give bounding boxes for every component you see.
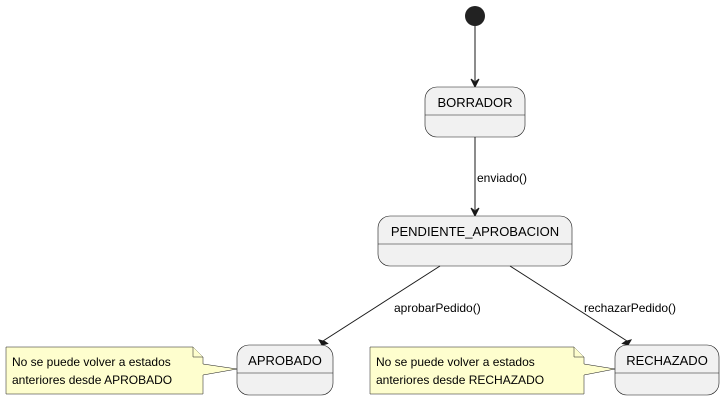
state-pendiente-aprobacion[interactable]: PENDIENTE_APROBACION <box>377 215 573 267</box>
transition-label-rechazar-pedido: rechazarPedido() <box>584 301 676 315</box>
state-rechazado[interactable]: RECHAZADO <box>614 344 720 396</box>
note-aprobado-line-2: anteriores desde APROBADO <box>12 373 172 387</box>
transition-label-aprobar-pedido: aprobarPedido() <box>394 301 481 315</box>
initial-state <box>465 6 485 26</box>
note-aprobado-line-1: No se puede volver a estados <box>12 355 171 369</box>
state-label-rechazado: RECHAZADO <box>626 353 708 368</box>
note-aprobado: No se puede volver a estados anteriores … <box>5 346 238 395</box>
state-label-pendiente-aprobacion: PENDIENTE_APROBACION <box>391 224 559 239</box>
note-rechazado-line-2: anteriores desde RECHAZADO <box>376 373 544 387</box>
transition-label-enviado: enviado() <box>477 171 527 185</box>
note-rechazado: No se puede volver a estados anteriores … <box>369 346 616 395</box>
transition-rechazar-pedido: rechazarPedido() <box>509 265 676 346</box>
state-label-borrador: BORRADOR <box>437 95 512 110</box>
state-borrador[interactable]: BORRADOR <box>424 86 526 138</box>
note-rechazado-line-1: No se puede volver a estados <box>376 355 535 369</box>
state-label-aprobado: APROBADO <box>248 353 322 368</box>
transition-aprobar-pedido: aprobarPedido() <box>317 265 481 346</box>
transition-start-to-borrador <box>470 26 480 89</box>
transition-enviado: enviado() <box>470 137 527 218</box>
state-aprobado[interactable]: APROBADO <box>236 344 334 396</box>
